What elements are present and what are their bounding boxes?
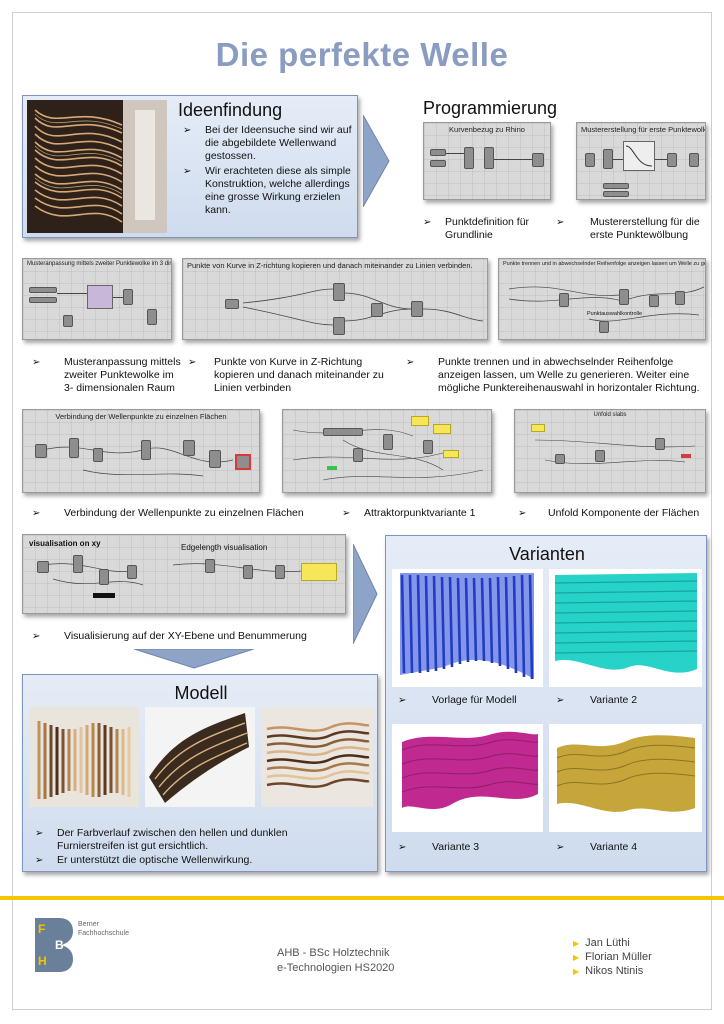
gh-panel-attraktor	[282, 409, 492, 493]
row3-caption-2: ➢ Attraktorpunktvariante 1	[342, 507, 476, 519]
variant-caption-3: ➢ Variante 3	[398, 841, 480, 853]
gh-panel-kurvenbezug: Kurvenbezug zu Rhino	[423, 122, 551, 200]
model-photo-2	[145, 707, 255, 807]
flow-arrow-down-icon	[134, 649, 254, 669]
triangle-bullet-icon: ▶	[573, 967, 580, 976]
bullet-arrow-icon: ➢	[35, 828, 44, 839]
author-2: ▶Florian Müller	[573, 951, 652, 963]
school-line-2: Fachhochschule	[78, 930, 129, 937]
ideen-bullet-2: ➢ Wir erachteten diese als simple Konstr…	[183, 165, 353, 217]
bullet-arrow-icon: ➢	[32, 508, 41, 519]
variant-render-3	[392, 724, 543, 832]
course-line-1: AHB - BSc Holztechnik	[277, 947, 390, 959]
bullet-arrow-icon: ➢	[556, 695, 565, 706]
gh-panel-title: Kurvenbezug zu Rhino	[449, 125, 525, 134]
ideen-bullet-1: ➢ Bei der Ideensuche sind wir auf die ab…	[183, 124, 353, 163]
row2-caption-3: ➢ Punkte trennen und in abwechselnder Re…	[406, 356, 700, 394]
gh-subgroup-label: Punktauswahlkontrolle	[587, 311, 643, 317]
gh-panel-title: Verbindung der Wellenpunkte zu einzelnen…	[55, 412, 227, 421]
author-3: ▶Nikos Ntinis	[573, 965, 644, 977]
variant-render-4	[549, 724, 702, 832]
row4-caption: ➢ Visualisierung auf der XY-Ebene und Be…	[32, 630, 307, 642]
bullet-arrow-icon: ➢	[188, 357, 197, 368]
row3-caption-1: ➢ Verbindung der Wellenpunkte zu einzeln…	[32, 507, 304, 519]
gh-panel-z-richtung: Punkte von Kurve in Z-richtung kopieren …	[182, 258, 488, 340]
gh-panel-musteranpassung: Musteranpassung mittels zweiter Punktewo…	[22, 258, 172, 340]
gh-panel-punkte-trennen: Punkte trennen und in abwechselnder Reih…	[498, 258, 706, 340]
gh-panel-verbindung: Verbindung der Wellenpunkte zu einzelnen…	[22, 409, 260, 493]
bullet-arrow-icon: ➢	[32, 357, 41, 368]
ideenfindung-box: Ideenfindung ➢ Bei der Ideensuche sind w…	[22, 95, 358, 238]
logo-letter-f: F	[38, 922, 46, 936]
wave-wall-photo	[27, 100, 167, 233]
modell-bullet-2: ➢ Er unterstützt die optische Wellenwirk…	[35, 854, 253, 866]
logo-letter-b: B	[55, 938, 64, 952]
variant-caption-2: ➢ Variante 2	[556, 694, 638, 706]
prog-caption-2: ➢ Mustererstellung für die erste Punktew…	[556, 216, 700, 241]
gh-label-edgelength: Edgelength visualisation	[181, 543, 268, 552]
prog-caption-1: ➢ Punktdefinition für Grundlinie	[423, 216, 530, 241]
bullet-arrow-icon: ➢	[183, 125, 192, 136]
bfh-logo: F B H	[35, 918, 73, 972]
flow-arrow-right-icon	[353, 544, 378, 644]
gh-label-visualisation-xy: visualisation on xy	[29, 539, 101, 548]
bullet-arrow-icon: ➢	[32, 631, 41, 642]
bullet-arrow-icon: ➢	[423, 217, 432, 228]
bullet-arrow-icon: ➢	[183, 166, 192, 177]
model-photo-3	[261, 707, 373, 807]
course-line-2: e-Technologien HS2020	[277, 962, 395, 974]
varianten-heading: Varianten	[509, 544, 585, 564]
modell-heading: Modell	[174, 683, 228, 703]
school-name: Berner Fachhochschule	[78, 920, 129, 938]
bullet-arrow-icon: ➢	[342, 508, 351, 519]
model-photo-1	[29, 707, 139, 807]
variant-caption-4: ➢ Variante 4	[556, 841, 638, 853]
school-line-1: Berner	[78, 921, 100, 928]
gh-panel-title: Musteranpassung mittels zweiter Punktewo…	[27, 261, 171, 267]
modell-box: Modell	[22, 674, 378, 872]
variant-caption-1: ➢ Vorlage für Modell	[398, 694, 517, 706]
gh-panel-title: Mustererstellung für erste Punktewolke	[581, 125, 705, 134]
logo-letter-h: H	[38, 954, 47, 968]
gh-panel-title: Punkte trennen und in abwechselnder Reih…	[503, 261, 705, 267]
bullet-arrow-icon: ➢	[406, 357, 415, 368]
bullet-arrow-icon: ➢	[518, 508, 527, 519]
bullet-arrow-icon: ➢	[35, 855, 44, 866]
ideenfindung-heading: Ideenfindung	[178, 100, 283, 120]
triangle-bullet-icon: ▶	[573, 939, 580, 948]
row2-caption-1: ➢ Musteranpassung mittels zweiter Punkte…	[32, 356, 181, 394]
row2-caption-2: ➢ Punkte von Kurve in Z-Richtung kopiere…	[188, 356, 384, 394]
variant-render-1	[392, 569, 543, 687]
bullet-arrow-icon: ➢	[556, 842, 565, 853]
triangle-bullet-icon: ▶	[573, 953, 580, 962]
programmierung-heading: Programmierung	[423, 98, 558, 118]
bullet-arrow-icon: ➢	[398, 842, 407, 853]
author-1: ▶Jan Lüthi	[573, 937, 630, 949]
poster-title: Die perfekte Welle	[215, 36, 509, 73]
gh-panel-title: Punkte von Kurve in Z-richtung kopieren …	[187, 261, 473, 270]
bullet-arrow-icon: ➢	[398, 695, 407, 706]
flow-arrow-right-icon	[363, 115, 390, 207]
gh-panel-visualisation: visualisation on xy Edgelength visualisa…	[22, 534, 346, 614]
gh-panel-title: Unfold slabs	[593, 412, 627, 418]
row3-caption-3: ➢ Unfold Komponente der Flächen	[518, 507, 700, 519]
modell-bullet-1: ➢ Der Farbverlauf zwischen den hellen un…	[35, 827, 288, 852]
gh-panel-unfold: Unfold slabs	[514, 409, 706, 493]
ideen-bullet-1-text: Bei der Ideensuche sind wir auf die abge…	[205, 124, 352, 162]
ideen-bullet-2-text: Wir erachteten diese als simple Konstruk…	[205, 165, 351, 216]
gh-panel-mustererstellung: Mustererstellung für erste Punktewolke	[576, 122, 706, 200]
variant-render-2	[549, 569, 702, 687]
bullet-arrow-icon: ➢	[556, 217, 565, 228]
footer-divider	[0, 896, 724, 900]
varianten-box: Varianten ➢ Vorlage für Modell	[385, 535, 707, 872]
